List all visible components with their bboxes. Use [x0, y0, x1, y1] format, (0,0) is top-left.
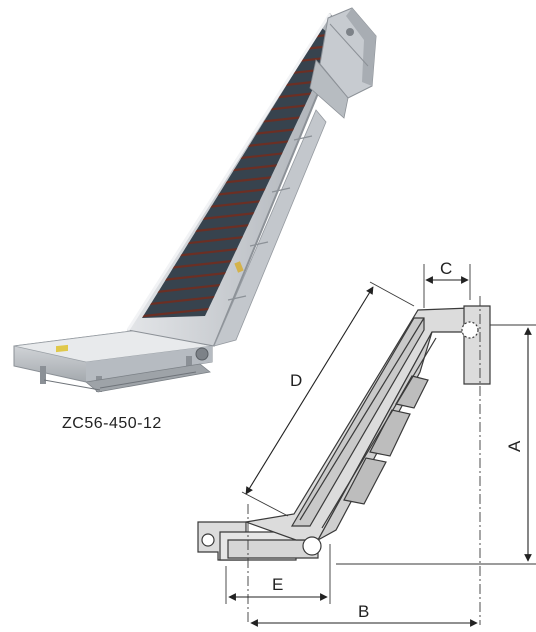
model-label: ZC56-450-12 — [62, 415, 162, 432]
extension-lines — [225, 264, 536, 625]
dimension-e-label: E — [272, 575, 283, 594]
conveyor-head — [309, 7, 377, 119]
dimension-c-label: C — [440, 259, 452, 278]
dimension-arrows — [228, 276, 532, 627]
drawing-frame — [197, 305, 491, 561]
dimension-drawing — [197, 264, 536, 627]
conveyor-photo — [13, 7, 377, 393]
dimension-d-arrow — [245, 286, 374, 495]
conveyor-base — [13, 329, 213, 393]
dimension-d-label: D — [290, 371, 302, 390]
dimension-b-label: B — [358, 602, 369, 621]
conveyor-incline — [126, 13, 345, 347]
dimension-a-label: A — [505, 440, 524, 452]
